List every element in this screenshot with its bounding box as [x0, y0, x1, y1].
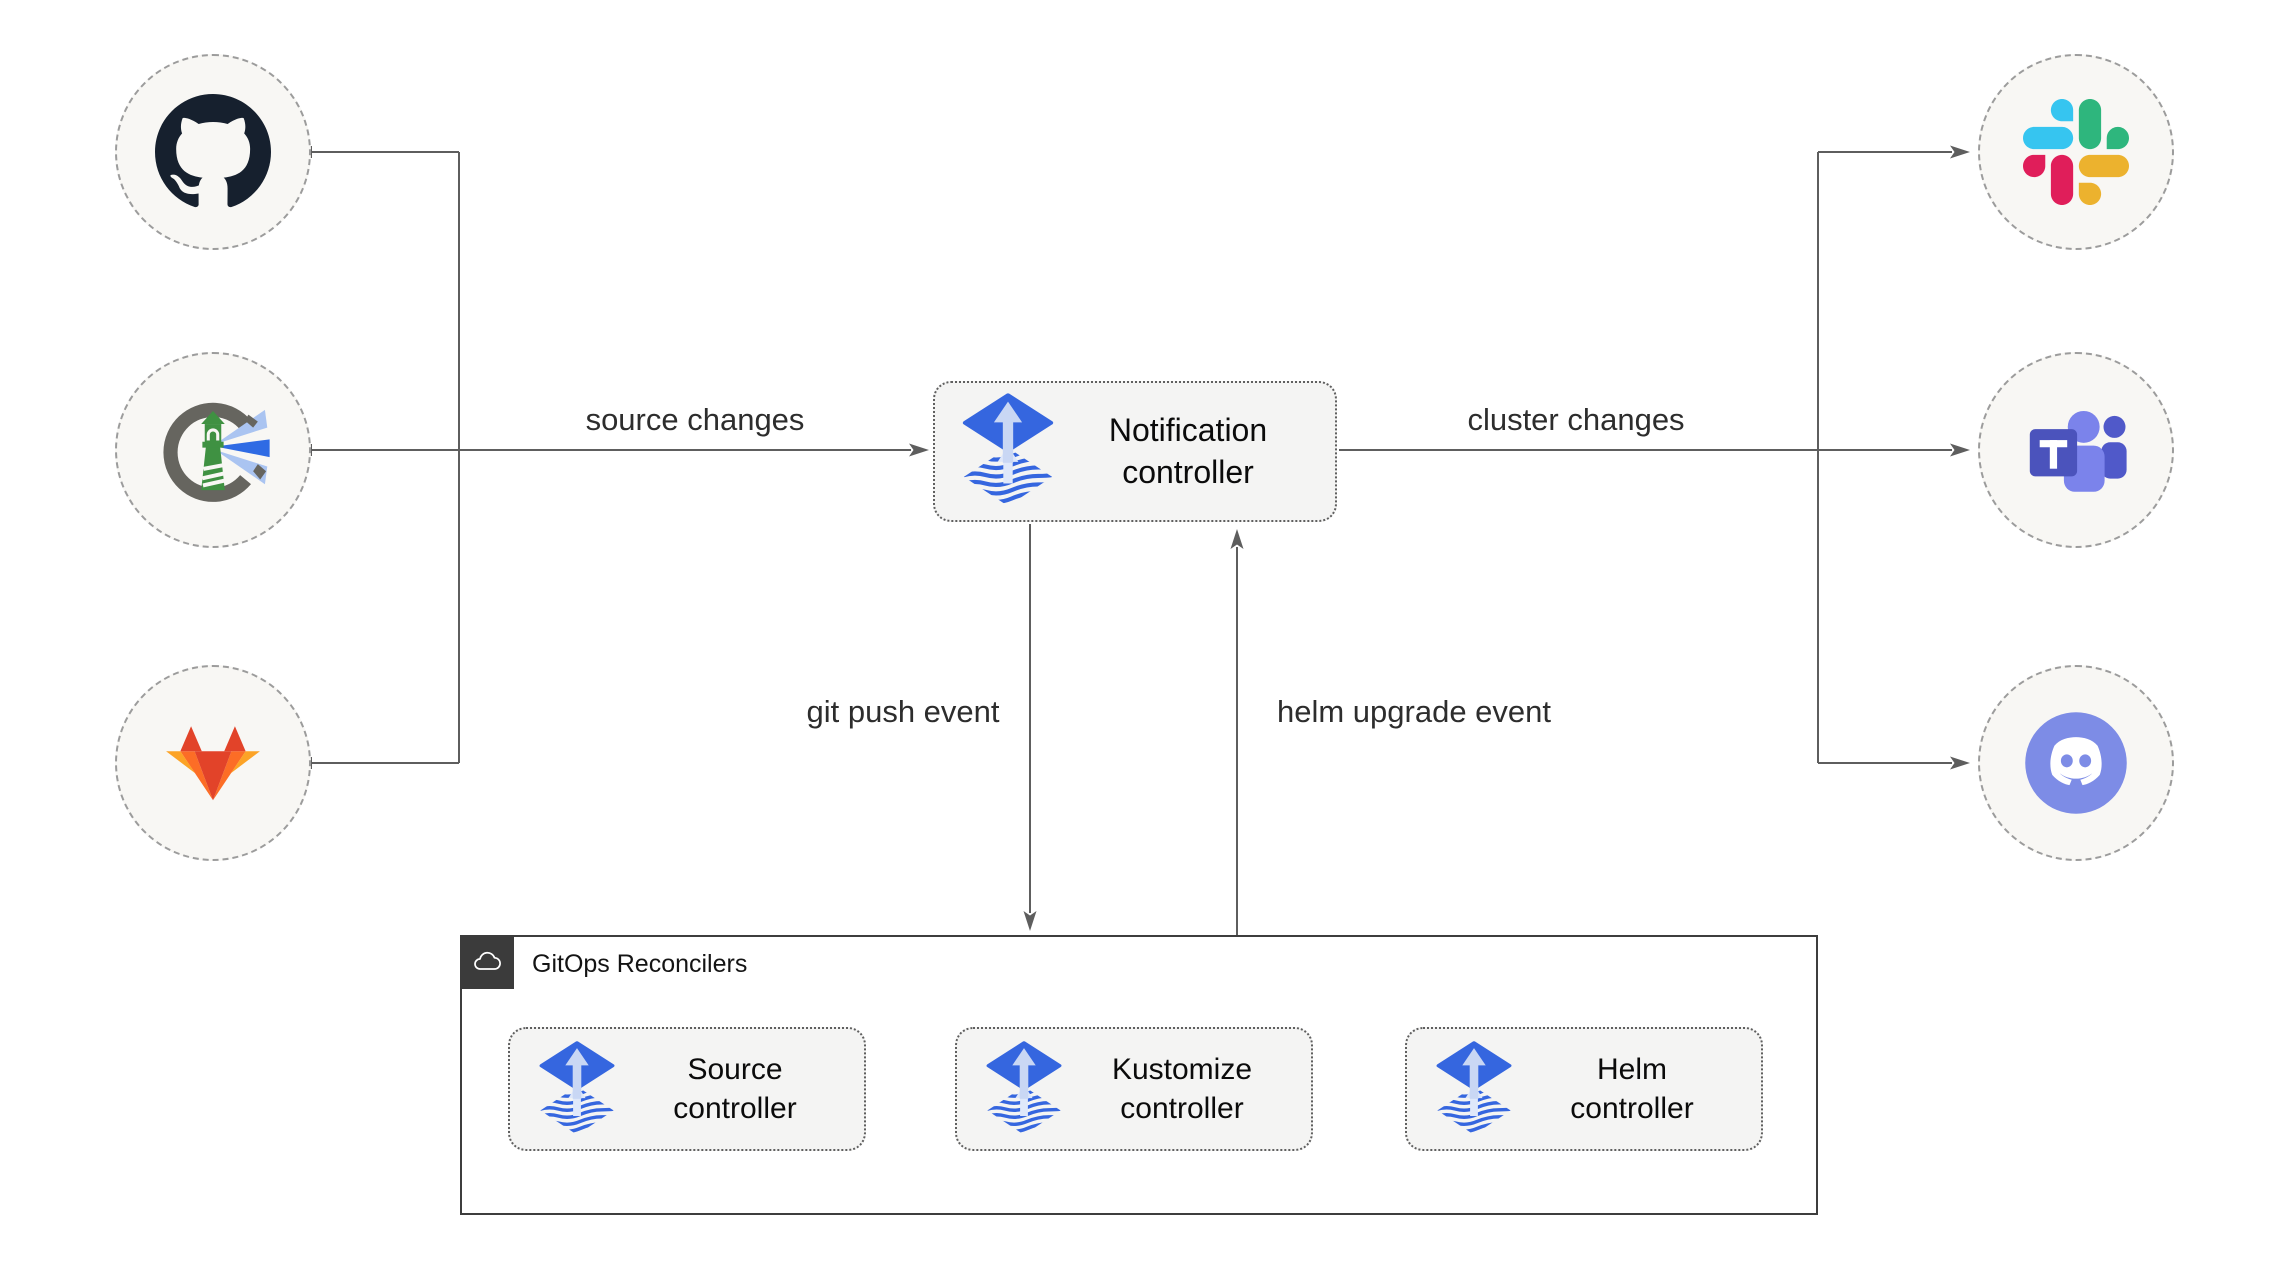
helm-controller-box: Helm controller [1405, 1027, 1763, 1151]
kustomize-controller-label: Kustomize controller [1063, 1050, 1311, 1128]
kustomize-controller-box: Kustomize controller [955, 1027, 1313, 1151]
label-source-changes: source changes [585, 402, 805, 437]
label-git-push-event: git push event [806, 694, 1000, 729]
notification-controller-label: Notification controller [1055, 410, 1335, 493]
slack-icon [2023, 99, 2129, 205]
label-cluster-changes: cluster changes [1467, 402, 1685, 437]
helm-controller-label: Helm controller [1513, 1050, 1761, 1128]
github-icon [155, 94, 271, 208]
kustomize-controller-line1: Kustomize [1111, 1053, 1253, 1086]
node-teams [1978, 352, 2174, 548]
discord-icon [2025, 712, 2127, 814]
flux-icon [538, 1041, 616, 1138]
source-controller-line1: Source [687, 1053, 783, 1086]
node-harbor [115, 352, 311, 548]
harbor-icon [163, 402, 270, 502]
flux-icon [985, 1041, 1063, 1138]
node-slack [1978, 54, 2174, 250]
source-controller-label: Source controller [616, 1050, 864, 1128]
node-discord [1978, 665, 2174, 861]
flux-icon [961, 393, 1055, 510]
notification-controller-label-line1: Notification [1108, 411, 1268, 448]
source-controller-box: Source controller [508, 1027, 866, 1151]
cloud-icon [474, 951, 501, 970]
kustomize-controller-line2: controller [1120, 1092, 1244, 1125]
teams-icon [2029, 410, 2127, 492]
gitops-group-title: GitOps Reconcilers [532, 949, 748, 978]
flux-icon [1435, 1041, 1513, 1138]
node-github [115, 54, 311, 250]
helm-controller-line1: Helm [1596, 1053, 1667, 1086]
gitlab-icon [166, 726, 260, 801]
label-helm-upgrade-event: helm upgrade event [1276, 694, 1552, 729]
gitops-group-chip [460, 935, 514, 989]
notification-controller-box: Notification controller [933, 381, 1337, 522]
notification-controller-label-line2: controller [1122, 453, 1254, 490]
helm-controller-line2: controller [1570, 1092, 1694, 1125]
source-controller-line2: controller [673, 1092, 797, 1125]
node-gitlab [115, 665, 311, 861]
